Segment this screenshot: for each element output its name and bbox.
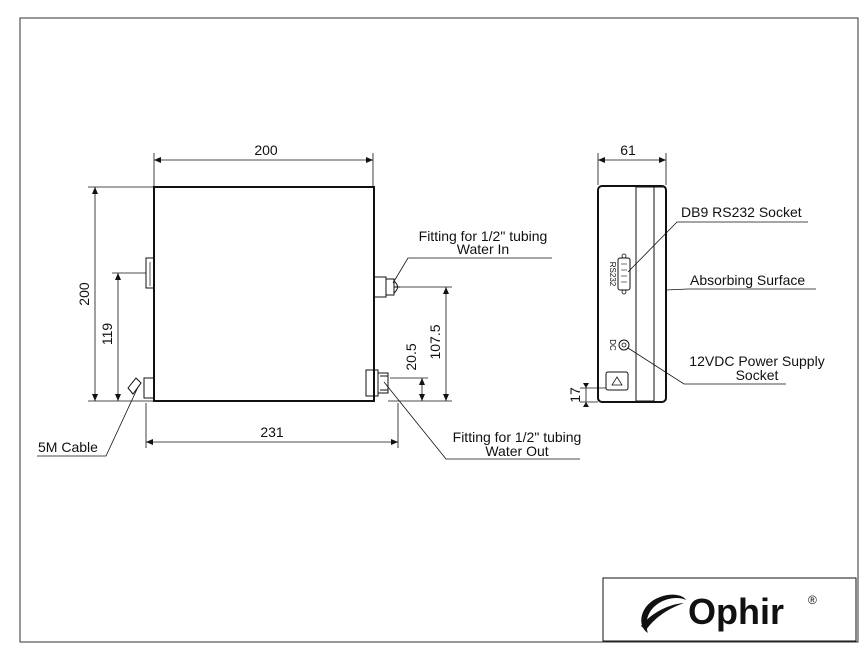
dim-dc-height: 17 (567, 387, 583, 403)
dim-water-out-height: 20.5 (403, 343, 419, 370)
front-body (153, 186, 375, 402)
dc-socket (618, 339, 630, 351)
water-in-fitting (373, 276, 400, 298)
callout-power-line1: 12VDC Power Supply (689, 353, 824, 369)
side-view (597, 185, 667, 403)
side-dimensions (580, 153, 667, 403)
logo-box (602, 577, 857, 642)
callout-water-in-line2: Water In (457, 241, 509, 257)
ophir-swoosh-icon (641, 594, 686, 633)
side-arrowheads (583, 157, 666, 407)
dim-side-width: 61 (620, 142, 636, 158)
callout-water-out-line1: Fitting for 1/2" tubing (453, 429, 582, 445)
logo-wordmark: Ophir (688, 591, 784, 632)
db9-socket (617, 257, 631, 291)
callout-power-line2: Socket (736, 367, 779, 383)
callout-db9: DB9 RS232 Socket (681, 204, 802, 220)
callout-absorbing: Absorbing Surface (690, 272, 805, 288)
front-leaders (37, 257, 580, 460)
dc-label: DC (608, 339, 617, 351)
front-view (127, 186, 400, 402)
front-dimensions (88, 153, 452, 448)
callout-water-out-line2: Water Out (485, 443, 548, 459)
cable-connector (143, 377, 155, 399)
logo-registered-mark: ® (808, 593, 817, 607)
cable-port (605, 371, 629, 391)
rs232-label: RS232 (608, 262, 617, 287)
dim-front-width: 200 (254, 142, 278, 158)
callout-cable: 5M Cable (38, 439, 98, 455)
front-arrowheads (92, 157, 449, 445)
dim-overall-width: 231 (260, 424, 284, 440)
side-leaders (627, 221, 816, 385)
dim-front-height: 200 (76, 282, 92, 306)
cable-stub (127, 377, 142, 395)
callout-water-in-line1: Fitting for 1/2" tubing (419, 228, 548, 244)
water-out-fitting (365, 369, 389, 397)
dim-port-height: 119 (99, 323, 115, 346)
dim-water-in-height: 107.5 (427, 324, 443, 359)
drawing-frame (19, 17, 859, 643)
side-body (597, 185, 667, 403)
